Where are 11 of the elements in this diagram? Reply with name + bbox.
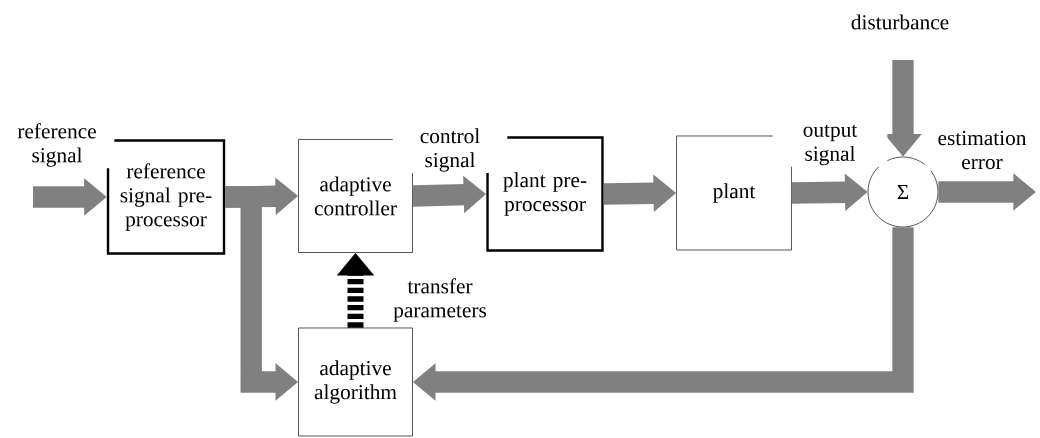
edge-label: output signal [772,123,888,167]
edge-label: disturbance [842,13,958,31]
block-box: plant pre-processor [486,136,604,252]
summing-junction: Σ [867,156,939,228]
edge-label: reference signal [0,121,115,169]
block-box: adaptive controller [298,139,413,253]
block-box: adaptive algorithm [298,327,413,437]
block-box: reference signal pre-processor [106,139,226,255]
edge-label: transfer parameters [382,276,498,324]
block-box: plant [676,135,792,251]
edge-label: estimation error [924,129,1040,171]
